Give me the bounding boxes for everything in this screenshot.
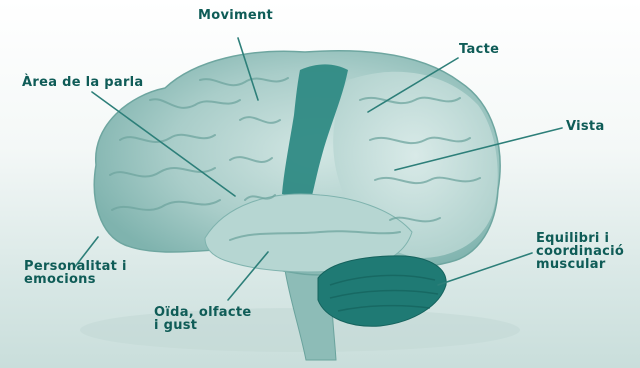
label-personalitat-line2: emocions <box>24 273 127 286</box>
label-tacte: Tacte <box>459 43 499 56</box>
label-area-parla: Àrea de la parla <box>22 76 144 89</box>
label-oida: Oïda, olfacte i gust <box>154 306 252 332</box>
label-equilibri-line3: muscular <box>536 258 624 271</box>
label-oida-line2: i gust <box>154 319 252 332</box>
label-personalitat: Personalitat i emocions <box>24 260 127 286</box>
label-equilibri: Equilibri i coordinació muscular <box>536 232 624 271</box>
label-moviment: Moviment <box>198 9 273 22</box>
label-vista: Vista <box>566 120 605 133</box>
